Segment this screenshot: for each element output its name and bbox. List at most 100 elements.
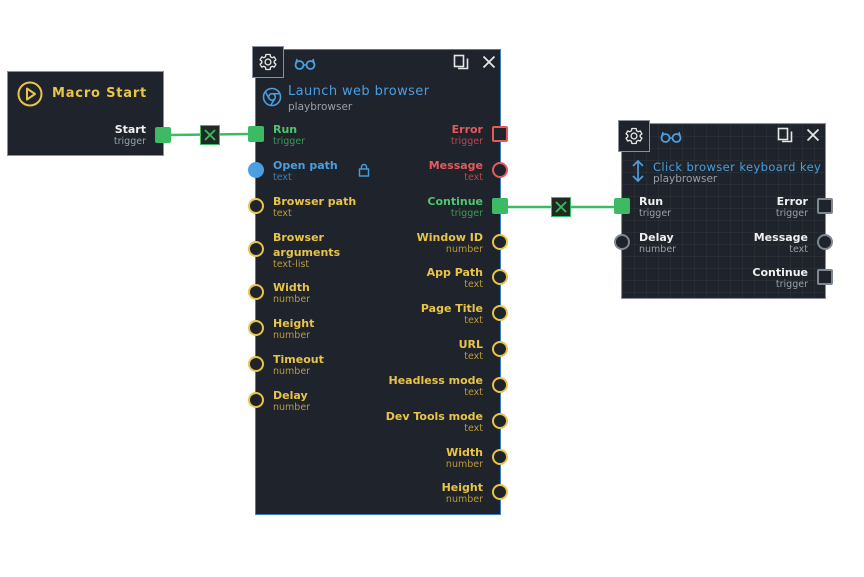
input-type-browser-arguments: text-list: [273, 259, 310, 270]
launch-app-path-output-port[interactable]: [492, 269, 508, 285]
copy-icon[interactable]: [777, 127, 793, 143]
glasses-icon[interactable]: [660, 130, 682, 144]
play-circle-icon: [17, 81, 43, 107]
launch-browser-path-input-port[interactable]: [248, 198, 264, 214]
launch-width-output-port[interactable]: [492, 449, 508, 465]
chrome-icon: [262, 87, 282, 107]
output-type-error: trigger: [450, 136, 483, 147]
gear-icon: [625, 127, 643, 145]
output-type-app-path: text: [464, 279, 483, 290]
input-label-width: Width: [273, 281, 310, 294]
click-title: Click browser keyboard key: [653, 160, 822, 174]
launch-message-output-port[interactable]: [492, 162, 508, 178]
up-down-arrow-icon: [632, 159, 644, 183]
copy-icon[interactable]: [453, 54, 469, 70]
launch-open-path-input-port[interactable]: [248, 162, 264, 178]
output-label-continue: Continue: [427, 195, 483, 208]
output-label-height: Height: [441, 481, 483, 494]
output-label-error: Error: [776, 195, 808, 208]
click-error-output-port[interactable]: [817, 198, 833, 214]
output-type-continue: trigger: [450, 208, 483, 219]
launch-window-id-output-port[interactable]: [492, 234, 508, 250]
output-label-headless-mode: Headless mode: [388, 374, 483, 387]
output-type-width: number: [445, 459, 483, 470]
launch-page-title-output-port[interactable]: [492, 305, 508, 321]
launch-delay-input-port[interactable]: [248, 392, 264, 408]
input-label-timeout: Timeout: [273, 353, 324, 366]
launch-headless-mode-output-port[interactable]: [492, 377, 508, 393]
input-type-delay: number: [639, 244, 677, 255]
input-label-height: Height: [273, 317, 315, 330]
click-key-node[interactable]: Click browser keyboard key playbrowser R…: [621, 123, 826, 299]
output-label-app-path: App Path: [426, 266, 483, 279]
disconnect-button[interactable]: [200, 125, 220, 145]
output-type-error: trigger: [775, 208, 808, 219]
launch-url-output-port[interactable]: [492, 341, 508, 357]
click-continue-output-port[interactable]: [817, 269, 833, 285]
output-label-message: Message: [753, 231, 808, 244]
launch-timeout-input-port[interactable]: [248, 356, 264, 372]
start-output-port[interactable]: [155, 127, 171, 143]
launch-browser-arguments-input-port[interactable]: [248, 241, 264, 257]
launch-error-output-port[interactable]: [492, 126, 508, 142]
macro-start-node[interactable]: Macro Start Start trigger: [7, 71, 164, 156]
input-type-delay: number: [273, 402, 311, 413]
input-type-width: number: [273, 294, 311, 305]
output-label-page-title: Page Title: [420, 302, 483, 315]
launch-continue-output-port[interactable]: [492, 198, 508, 214]
output-label-error: Error: [451, 123, 483, 136]
output-label-width: Width: [446, 446, 483, 459]
output-type-window-id: number: [445, 244, 483, 255]
input-type-timeout: number: [273, 366, 311, 377]
input-type-height: number: [273, 330, 311, 341]
launch-settings-button[interactable]: [252, 46, 284, 78]
launch-run-input-port[interactable]: [248, 126, 264, 142]
click-delay-input-port[interactable]: [614, 234, 630, 250]
lock-icon[interactable]: [358, 163, 370, 177]
output-type-headless-mode: text: [464, 387, 483, 398]
click-subtitle: playbrowser: [653, 173, 718, 185]
glasses-icon[interactable]: [294, 57, 316, 71]
output-label-dev-tools-mode: Dev Tools mode: [385, 410, 483, 423]
output-label: Start: [114, 123, 146, 136]
input-label-browser-arguments-2: arguments: [273, 246, 341, 259]
launch-browser-node[interactable]: Launch web browser playbrowser Run trigg…: [255, 49, 501, 515]
output-label-message: Message: [428, 159, 483, 172]
output-label-continue: Continue: [752, 266, 808, 279]
launch-height-input-port[interactable]: [248, 320, 264, 336]
launch-height-output-port[interactable]: [492, 484, 508, 500]
output-type-message: text: [789, 244, 808, 255]
input-label-browser-path: Browser path: [273, 195, 357, 208]
click-message-output-port[interactable]: [817, 234, 833, 250]
input-label-run: Run: [639, 195, 664, 208]
gear-icon: [259, 53, 277, 71]
disconnect-button[interactable]: [551, 197, 571, 217]
launch-title: Launch web browser: [288, 84, 430, 99]
launch-width-input-port[interactable]: [248, 284, 264, 300]
launch-dev-tools-mode-output-port[interactable]: [492, 413, 508, 429]
input-type-open-path: text: [273, 172, 292, 183]
output-type-continue: trigger: [775, 279, 808, 290]
close-icon[interactable]: [482, 55, 496, 69]
input-type-run: trigger: [639, 208, 672, 219]
input-type-browser-path: text: [273, 208, 292, 219]
x-box-icon: [204, 129, 216, 141]
x-box-icon: [555, 201, 567, 213]
output-label-url: URL: [458, 338, 483, 351]
launch-subtitle: playbrowser: [288, 101, 353, 113]
click-run-input-port[interactable]: [614, 198, 630, 214]
input-label-delay: Delay: [639, 231, 674, 244]
output-type-message: text: [464, 172, 483, 183]
output-type-dev-tools-mode: text: [464, 423, 483, 434]
input-label-open-path: Open path: [273, 159, 338, 172]
output-type-height: number: [445, 494, 483, 505]
input-label-run: Run: [273, 123, 298, 136]
output-type-url: text: [464, 351, 483, 362]
close-icon[interactable]: [806, 128, 820, 142]
click-settings-button[interactable]: [618, 120, 650, 152]
input-type-run: trigger: [273, 136, 306, 147]
output-type: trigger: [113, 136, 146, 147]
macro-start-title: Macro Start: [52, 86, 148, 101]
output-type-page-title: text: [464, 315, 483, 326]
input-label-browser-arguments-1: Browser: [273, 231, 324, 244]
